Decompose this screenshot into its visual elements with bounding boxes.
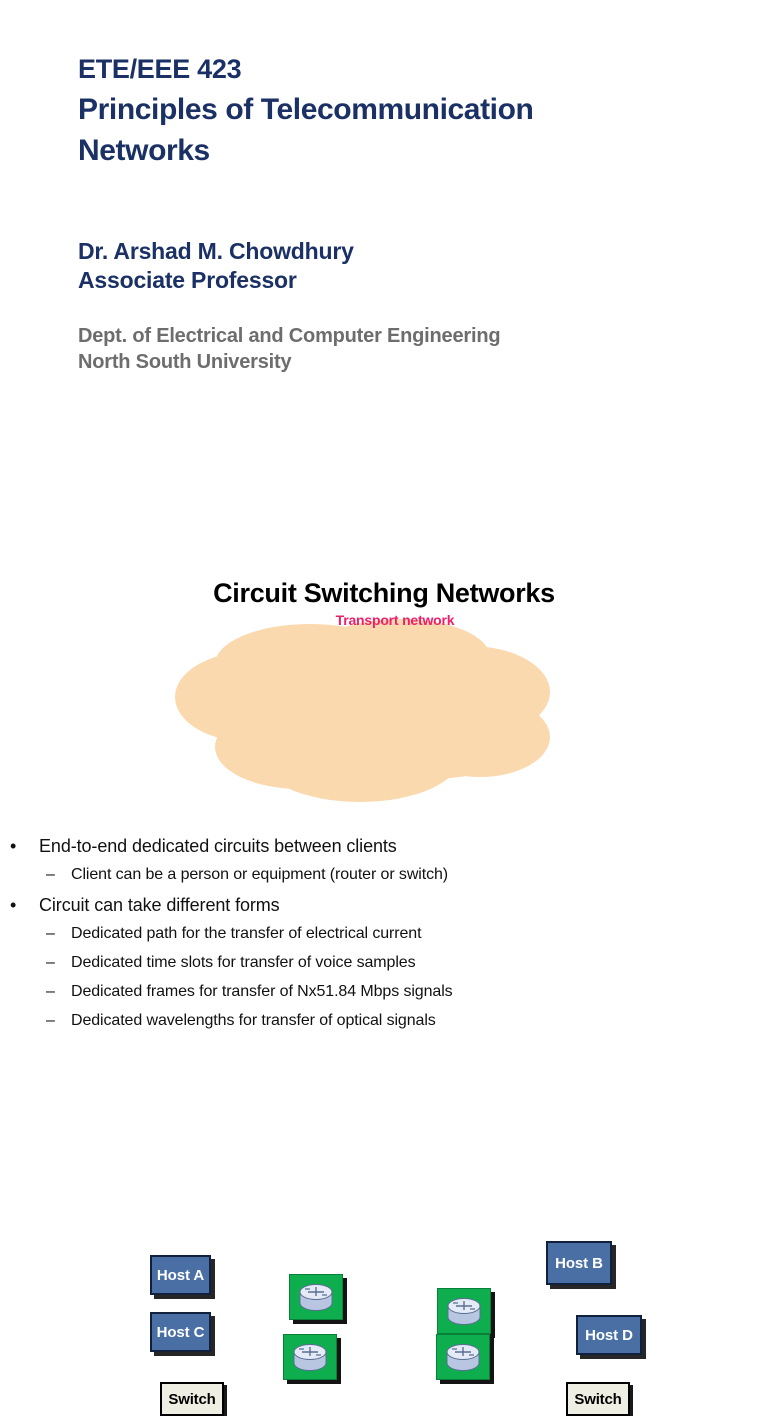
bullet-item: – Dedicated time slots for transfer of v…	[0, 954, 768, 983]
author-name: Dr. Arshad M. Chowdhury	[78, 238, 354, 264]
slide-title-block: ETE/EEE 423 Principles of Telecommunicat…	[78, 56, 718, 172]
host-d-label: Host D	[585, 1326, 633, 1344]
switch-left-label: Switch	[168, 1390, 216, 1408]
bullet-item: • End-to-end dedicated circuits between …	[0, 836, 768, 866]
router-bottom-left[interactable]	[283, 1334, 337, 1380]
bullet-text: Dedicated path for the transfer of elect…	[71, 925, 422, 942]
bullet-marker: –	[46, 983, 55, 1000]
router-icon	[447, 1298, 481, 1325]
bullet-text: Client can be a person or equipment (rou…	[71, 866, 449, 883]
transport-network-cloud	[175, 619, 550, 802]
course-title-line-2: Networks	[78, 134, 210, 168]
host-c-label: Host C	[156, 1323, 205, 1341]
bullet-text: Circuit can take different forms	[39, 895, 280, 915]
router-icon	[446, 1344, 480, 1371]
bullet-list: • End-to-end dedicated circuits between …	[0, 836, 768, 1041]
bullet-marker: –	[46, 866, 55, 883]
author-block: Dr. Arshad M. Chowdhury Associate Profes…	[78, 237, 698, 295]
bullet-text: End-to-end dedicated circuits between cl…	[39, 836, 397, 856]
bullet-marker: •	[10, 836, 17, 856]
figure-title: Circuit Switching Networks	[213, 578, 555, 608]
bullet-text: Dedicated frames for transfer of Nx51.84…	[71, 983, 453, 1000]
figure-canvas: Transport network	[0, 612, 768, 1416]
bullet-text: Dedicated wavelengths for transfer of op…	[71, 1012, 436, 1029]
host-b-label: Host B	[555, 1254, 603, 1272]
host-c-box[interactable]: Host C	[150, 1312, 211, 1352]
circuit-switching-figure: Circuit Switching Networks Transport net…	[0, 578, 768, 1416]
host-b-box[interactable]: Host B	[546, 1241, 612, 1285]
router-top-right[interactable]	[437, 1288, 491, 1334]
bullet-marker: •	[10, 895, 17, 915]
bullet-marker: –	[46, 925, 55, 942]
bullet-item: – Dedicated wavelengths for transfer of …	[0, 1012, 768, 1041]
transport-network-label: Transport network	[335, 612, 455, 628]
host-d-box[interactable]: Host D	[576, 1315, 642, 1355]
bullet-item: – Dedicated path for the transfer of ele…	[0, 925, 768, 954]
course-code: ETE/EEE 423	[78, 54, 242, 84]
slide-canvas: ETE/EEE 423 Principles of Telecommunicat…	[0, 55, 768, 1416]
bullet-item: – Dedicated frames for transfer of Nx51.…	[0, 983, 768, 1012]
host-a-label: Host A	[156, 1266, 205, 1284]
router-top-left[interactable]	[289, 1274, 343, 1320]
bullet-item: • Circuit can take different forms	[0, 895, 768, 925]
affiliation-block: Dept. of Electrical and Computer Enginee…	[78, 323, 718, 376]
router-icon	[293, 1344, 327, 1371]
course-title-line-1: Principles of Telecommunication	[78, 93, 534, 126]
affiliation-department: Dept. of Electrical and Computer Enginee…	[78, 325, 501, 347]
switch-left-box[interactable]: Switch	[160, 1382, 224, 1416]
network-diagram-svg	[175, 619, 550, 802]
switch-right-box[interactable]: Switch	[566, 1382, 630, 1416]
router-icon	[299, 1284, 333, 1311]
bullet-marker: –	[46, 1012, 55, 1029]
bullet-marker: –	[46, 954, 55, 971]
router-bottom-right[interactable]	[436, 1334, 490, 1380]
affiliation-university: North South University	[78, 351, 292, 374]
host-a-box[interactable]: Host A	[150, 1255, 211, 1295]
bullet-item: – Client can be a person or equipment (r…	[0, 866, 768, 895]
switch-right-label: Switch	[574, 1390, 622, 1408]
author-role: Associate Professor	[78, 266, 297, 293]
bullet-text: Dedicated time slots for transfer of voi…	[71, 954, 416, 971]
